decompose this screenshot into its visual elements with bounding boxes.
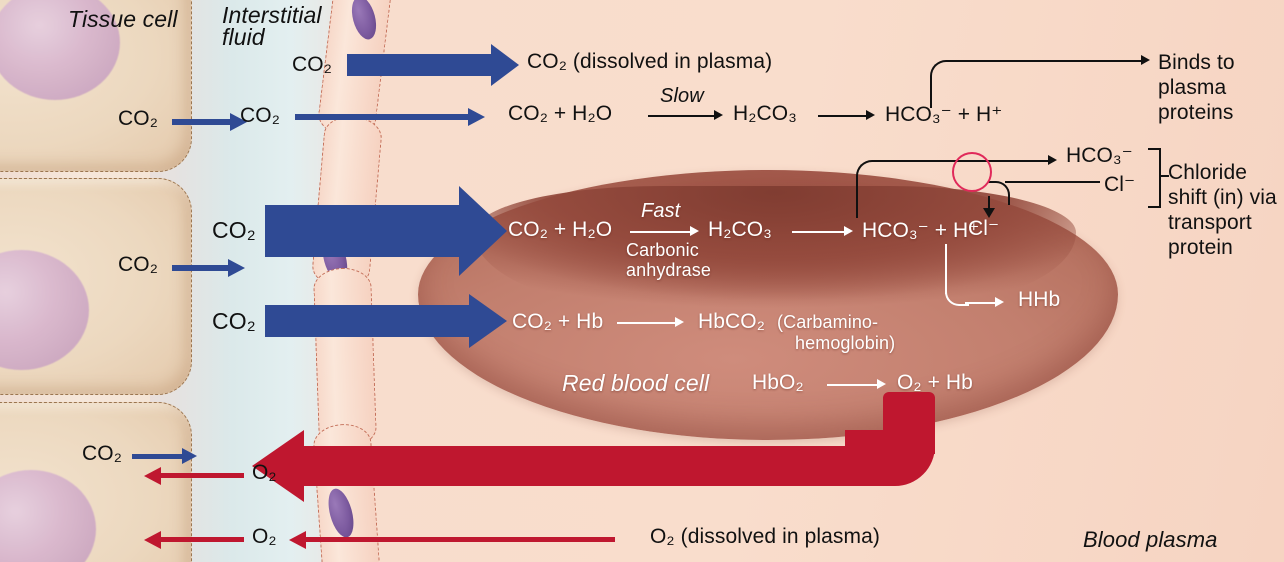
hbo2-dissociation-arrow-head xyxy=(877,379,886,389)
slow-dissociation-arrow xyxy=(818,115,868,117)
o2-arrow-upper xyxy=(160,473,244,478)
carbamino-line2: hemoglobin) xyxy=(795,333,896,353)
cl-influx-line xyxy=(1005,181,1100,183)
co2-arrow-dissolved xyxy=(347,54,492,76)
co2-arrow-tissue-mid-head xyxy=(228,259,245,277)
tissue-cell-title: Tissue cell xyxy=(68,6,178,32)
carbamino-hemoglobin-label: (Carbamino- hemoglobin) xyxy=(777,312,917,354)
rbc-concavity xyxy=(474,186,1076,311)
slow-product-carbonic-acid: H₂CO₃ xyxy=(733,102,797,125)
carbonic-anhydrase-line1: Carbonic xyxy=(626,240,699,260)
co2-arrow-slow xyxy=(295,114,470,120)
hplus-to-hhb-curve xyxy=(945,282,969,306)
o2-release-arrow-body xyxy=(300,446,860,486)
interstitial-fluid-title: Interstitial fluid xyxy=(222,2,332,50)
co2-arrow-dissolved-head xyxy=(491,44,519,86)
o2-arrow-lower-left-head xyxy=(144,531,161,549)
co2-arrow-slow-head xyxy=(468,108,485,126)
chloride-shift-text: Chloride shift (in) via transport protei… xyxy=(1168,161,1277,259)
o2-arrow-dissolved-line xyxy=(305,537,615,542)
hplus-to-hhb-line xyxy=(945,244,947,294)
o2-label-lower: O₂ xyxy=(252,525,277,548)
capillary-endothelium xyxy=(312,267,378,449)
slow-reactant: CO₂ + H₂O xyxy=(508,102,613,125)
cl-influx-arrow-head xyxy=(983,208,995,218)
tissue-co2-label-bottom: CO₂ xyxy=(82,442,122,465)
o2-release-arrow-head xyxy=(252,430,304,502)
tissue-cell-nucleus xyxy=(0,0,120,100)
fast-reaction-arrow xyxy=(630,231,692,233)
o2-release-arrow-elbow xyxy=(845,430,935,486)
binds-to-plasma-proteins-text: Binds to plasma proteins xyxy=(1158,51,1235,124)
fast-dissociation-arrow xyxy=(792,231,846,233)
interstitial-fluid-text: Interstitial fluid xyxy=(222,2,322,50)
blood-plasma-title: Blood plasma xyxy=(1083,527,1218,552)
co2-arrow-tissue-top-head xyxy=(230,113,247,131)
o2-arrow-lower-left xyxy=(160,537,244,542)
o2-dissolved-in-plasma-text: O₂ (dissolved in plasma) xyxy=(650,525,880,548)
hco3-efflux-arrow-head xyxy=(1048,155,1057,165)
cl-influx-down xyxy=(988,196,990,212)
cl-influx-curve xyxy=(988,181,1010,205)
fast-reactant: CO₂ + H₂O xyxy=(508,218,613,241)
hhb-label: HHb xyxy=(1018,288,1061,311)
binds-plasma-proteins-curve xyxy=(930,60,962,108)
o2-arrow-upper-head xyxy=(144,467,161,485)
co2-arrow-tissue-bottom-head xyxy=(182,448,197,464)
tissue-co2-label-top: CO₂ xyxy=(118,107,158,130)
slow-dissociation-arrow-head xyxy=(866,110,875,120)
o2-plus-hb-label: O₂ + Hb xyxy=(897,371,973,394)
chloride-shift-label: Chloride shift (in) via transport protei… xyxy=(1168,160,1280,260)
co2-dissolved-in-plasma-text: CO₂ (dissolved in plasma) xyxy=(527,50,773,73)
fast-reaction-arrow-head xyxy=(690,226,699,236)
co2-arrow-fast xyxy=(265,205,460,257)
binds-plasma-proteins-line xyxy=(958,60,1143,62)
carbonic-anhydrase-line2: anhydrase xyxy=(626,260,711,280)
co2-arrow-tissue-top xyxy=(172,119,232,125)
slow-reaction-arrow-head xyxy=(714,110,723,120)
hhb-arrow-head xyxy=(995,297,1004,307)
chloride-shift-bracket xyxy=(1148,148,1161,208)
fast-product-bicarbonate: HCO₃⁻ + H⁺ xyxy=(862,219,980,242)
co2-label-hb: CO₂ xyxy=(212,308,256,334)
hb-reaction-arrow xyxy=(617,322,677,324)
co2-arrow-tissue-bottom xyxy=(132,454,184,459)
co2-arrow-hb-head xyxy=(469,294,507,348)
hhb-arrow xyxy=(965,302,997,304)
co2-arrow-fast-head xyxy=(459,186,507,276)
hbo2-dissociation-arrow xyxy=(827,384,879,386)
co2-label-dissolved: CO₂ xyxy=(292,53,332,76)
hb-reaction-arrow-head xyxy=(675,317,684,327)
o2-label-upper: O₂ xyxy=(252,461,277,484)
fast-rate-label: Fast xyxy=(641,200,681,222)
slow-rate-label: Slow xyxy=(660,85,704,107)
chloride-label-rbc: Cl⁻ xyxy=(968,217,1000,240)
cl-in-label: Cl⁻ xyxy=(1104,173,1136,196)
o2-arrow-dissolved-head xyxy=(289,531,306,549)
fast-dissociation-arrow-head xyxy=(844,226,853,236)
slow-product-bicarbonate: HCO₃⁻ + H⁺ xyxy=(885,103,1003,126)
hb-reactant: CO₂ + Hb xyxy=(512,310,604,333)
red-blood-cell-title: Red blood cell xyxy=(562,370,710,396)
binds-to-plasma-proteins-label: Binds to plasma proteins xyxy=(1158,50,1278,125)
red-blood-cell-shape xyxy=(418,170,1118,440)
carbamino-line1: (Carbamino- xyxy=(777,312,879,332)
hco3-efflux-curve xyxy=(856,160,886,218)
co2-arrow-tissue-mid xyxy=(172,265,230,271)
tissue-co2-label-mid: CO₂ xyxy=(118,253,158,276)
chloride-shift-bracket-stem xyxy=(1159,175,1169,177)
fast-product-carbonic-acid: H₂CO₃ xyxy=(708,218,772,241)
slow-reaction-arrow xyxy=(648,115,716,117)
transport-protein-icon xyxy=(952,152,992,192)
hbo2-label: HbO₂ xyxy=(752,371,804,394)
carbonic-anhydrase-label: Carbonic anhydrase xyxy=(626,240,736,280)
hb-product: HbCO₂ xyxy=(698,310,765,333)
co2-label-fast: CO₂ xyxy=(212,217,256,243)
co2-arrow-hb xyxy=(265,305,470,337)
binds-plasma-proteins-arrow-head xyxy=(1141,55,1150,65)
co2-label-slow: CO₂ xyxy=(240,104,280,127)
hco3-out-label: HCO₃⁻ xyxy=(1066,144,1133,167)
